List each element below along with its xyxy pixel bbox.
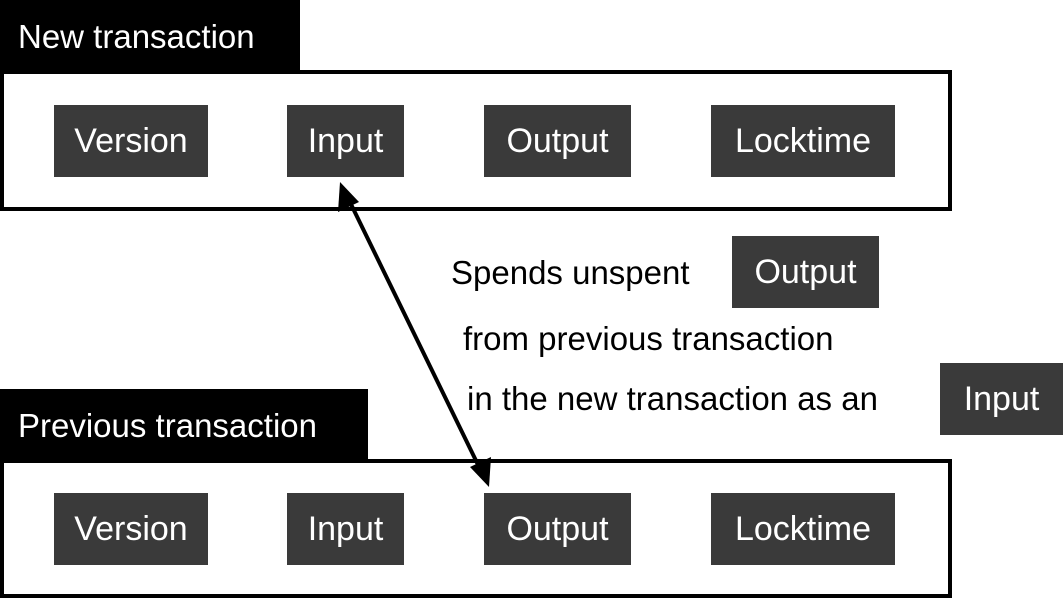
previous-input-field: Input — [287, 493, 404, 565]
annotation-input-chip: Input — [940, 363, 1063, 435]
previous-output-field: Output — [484, 493, 631, 565]
previous-locktime-field: Locktime — [711, 493, 895, 565]
annotation-output-chip: Output — [732, 236, 879, 308]
new-input-field: Input — [287, 105, 404, 177]
annotation-line3-text: in the new transaction as an — [467, 380, 878, 417]
new-version-field: Version — [54, 105, 208, 177]
new-locktime-field: Locktime — [711, 105, 895, 177]
annotation-line1-text: Spends unspent — [451, 254, 690, 291]
previous-version-field: Version — [54, 493, 208, 565]
annotation-line2-text: from previous transaction — [463, 320, 834, 357]
previous-transaction-title: Previous transaction — [0, 389, 368, 461]
new-output-field: Output — [484, 105, 631, 177]
new-transaction-title: New transaction — [0, 0, 300, 72]
